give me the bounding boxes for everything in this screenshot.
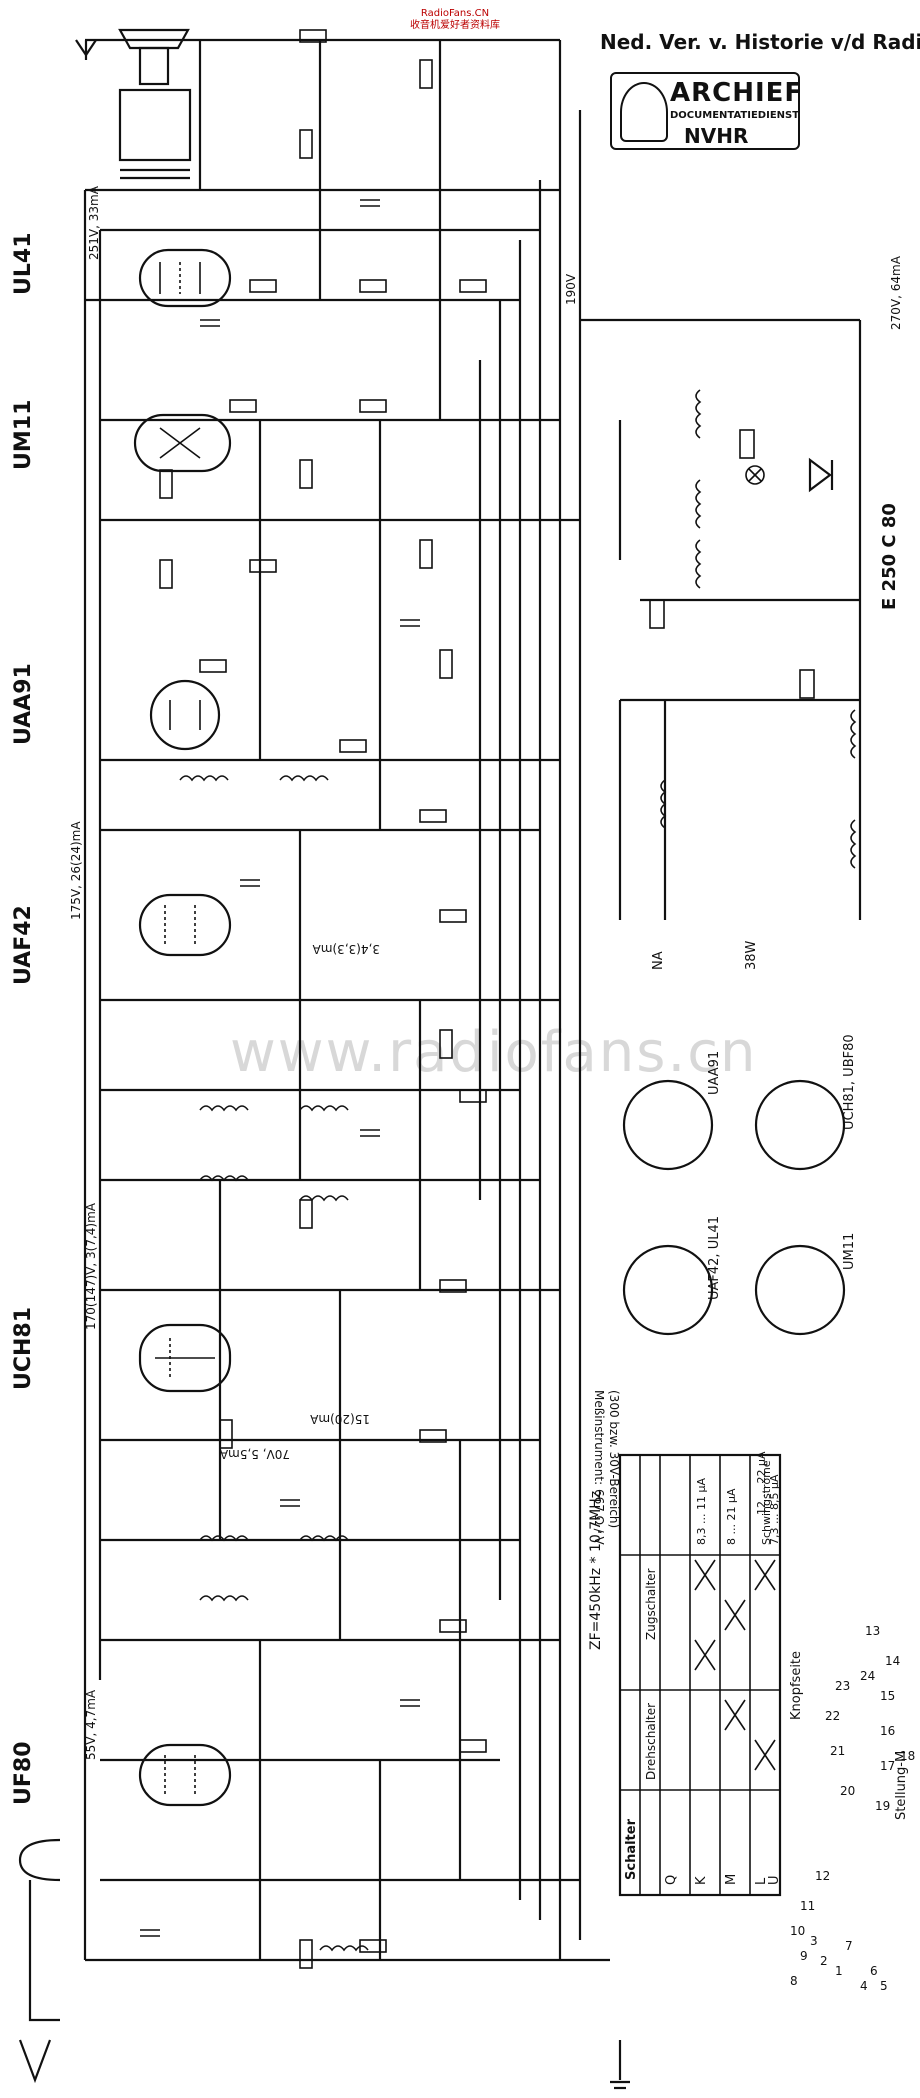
dial-number: 1 bbox=[835, 1964, 843, 1978]
components bbox=[140, 29, 487, 1969]
dial-number: 20 bbox=[840, 1784, 855, 1798]
archive-stamp: ARCHIEF DOCUMENTATIEDIENST NVHR bbox=[610, 72, 804, 150]
switch-group2: Zugschalter bbox=[644, 1568, 658, 1640]
current-2: 8 ... 21 µA bbox=[725, 1488, 738, 1545]
ground-icon bbox=[610, 2040, 630, 2090]
meter-note-line2: (300 bzw. 30V-Bereich) bbox=[607, 1390, 621, 1528]
switch-group1: Drehschalter bbox=[644, 1703, 658, 1780]
labels: UL41 UM11 UAA91 UAF42 UCH81 UF80 E 250 C… bbox=[11, 185, 909, 1885]
meter-note-line1: Meßinstrument: 667 Ω / V bbox=[592, 1390, 606, 1546]
current-header: Schwingströme bbox=[760, 1460, 773, 1545]
power-label-na: NA bbox=[651, 951, 666, 970]
voltage-190: 190V bbox=[564, 273, 578, 305]
voltage-osc: 70V, 5,5mA bbox=[219, 1447, 290, 1461]
pinout-label-uch81: UCH81, UBF80 bbox=[842, 1034, 857, 1130]
tube-label-um11: UM11 bbox=[11, 400, 36, 470]
current-1: 8,3 ... 11 µA bbox=[695, 1478, 708, 1545]
voltage-uch81: 170(147)V, 3(7,4)mA bbox=[84, 1202, 98, 1330]
pinout-label-uaf42: UAF42, UL41 bbox=[707, 1216, 722, 1300]
dial-number: 17 bbox=[880, 1759, 895, 1773]
pinout-label-uaa91: UAA91 bbox=[707, 1051, 722, 1095]
voltage-ul41: 251V, 33mA bbox=[87, 185, 101, 260]
pinout-label-um11: UM11 bbox=[842, 1233, 857, 1270]
dial-number: 24 bbox=[860, 1669, 875, 1683]
dial-number: 2 bbox=[820, 1954, 828, 1968]
stamp-line3: NVHR bbox=[684, 124, 749, 148]
dial-number: 9 bbox=[800, 1949, 808, 1963]
row-u: U bbox=[767, 1875, 782, 1885]
tube-label-uaf42: UAF42 bbox=[11, 905, 36, 985]
dial-numbers: 1 2 3 4 5 6 7 8 9 10 11 12 13 14 15 16 1… bbox=[790, 1624, 915, 1993]
bus-lines bbox=[83, 38, 610, 1962]
dial-number: 4 bbox=[860, 1979, 868, 1993]
tube-uaa91 bbox=[149, 679, 221, 751]
voltage-uf80: 55V, 4,7mA bbox=[84, 1689, 98, 1760]
tube-um11 bbox=[133, 413, 232, 473]
tube-label-uf80: UF80 bbox=[11, 1741, 36, 1805]
dial-number: 12 bbox=[815, 1869, 830, 1883]
dial-number: 23 bbox=[835, 1679, 850, 1693]
dial-number: 19 bbox=[875, 1799, 890, 1813]
if-note: ZF=450kHz * 10,7MHz bbox=[588, 1491, 604, 1650]
row-m: M bbox=[724, 1874, 739, 1885]
tube-label-uaa91: UAA91 bbox=[11, 663, 36, 745]
tube-ul41 bbox=[138, 248, 232, 308]
tube-label-ul41: UL41 bbox=[11, 233, 36, 296]
current-3: 12 ... 22 µA bbox=[755, 1451, 768, 1515]
current-4: 7,3 ... 8,5 µA bbox=[768, 1474, 781, 1545]
coils bbox=[179, 389, 857, 1952]
rectifier-label: E 250 C 80 bbox=[879, 503, 900, 610]
radio-icon bbox=[620, 82, 668, 142]
dial-number: 16 bbox=[880, 1724, 895, 1738]
pinout-diagrams bbox=[622, 1079, 846, 1336]
tube-uch81 bbox=[138, 1323, 232, 1393]
row-k: K bbox=[694, 1876, 709, 1885]
voltage-uaf42-g: 3,4(3,3)mA bbox=[312, 942, 380, 956]
power-supply bbox=[580, 318, 862, 920]
dial-number: 11 bbox=[800, 1899, 815, 1913]
archive-heading: Ned. Ver. v. Historie v/d Radio bbox=[600, 30, 920, 54]
power-label-mw: 38W bbox=[744, 940, 759, 970]
row-q: Q bbox=[664, 1875, 679, 1885]
voltage-uch81-g: 15(20)mA bbox=[309, 1412, 370, 1426]
dial-number: 15 bbox=[880, 1689, 895, 1703]
stamp-line1: ARCHIEF bbox=[670, 78, 804, 108]
faint-watermark: www.radiofans.cn bbox=[230, 1020, 758, 1085]
dial-number: 18 bbox=[900, 1749, 915, 1763]
stamp-line2: DOCUMENTATIEDIENST bbox=[670, 110, 800, 121]
dial-number: 14 bbox=[885, 1654, 900, 1668]
dial-number: 6 bbox=[870, 1964, 878, 1978]
watermark: RadioFans.CN 收音机爱好者资料库 bbox=[400, 8, 510, 32]
speaker-icon bbox=[118, 28, 192, 180]
dial-number: 13 bbox=[865, 1624, 880, 1638]
tube-label-uch81: UCH81 bbox=[11, 1307, 36, 1390]
watermark-line1: RadioFans.CN bbox=[420, 8, 490, 19]
knopfseite-label: Knopfseite bbox=[789, 1651, 804, 1720]
tube-uaf42 bbox=[138, 893, 232, 957]
dial-number: 8 bbox=[790, 1974, 798, 1988]
dial-number: 10 bbox=[790, 1924, 805, 1938]
dial-number: 5 bbox=[880, 1979, 888, 1993]
antenna-icon bbox=[18, 39, 97, 2084]
dial-number: 3 bbox=[810, 1934, 818, 1948]
stellung-label: Stellung-M bbox=[894, 1751, 909, 1820]
voltage-supply: 270V, 64mA bbox=[889, 255, 903, 330]
switch-table bbox=[618, 1453, 782, 1897]
tube-uf80 bbox=[138, 1743, 232, 1807]
switch-table-header: Schalter bbox=[624, 1818, 639, 1880]
row-l: L bbox=[754, 1877, 769, 1885]
watermark-line2: 收音机爱好者资料库 bbox=[410, 20, 500, 31]
dial-number: 22 bbox=[825, 1709, 840, 1723]
voltage-uaf42: 175V, 26(24)mA bbox=[69, 821, 83, 920]
dial-number: 21 bbox=[830, 1744, 845, 1758]
dial-number: 7 bbox=[845, 1939, 853, 1953]
